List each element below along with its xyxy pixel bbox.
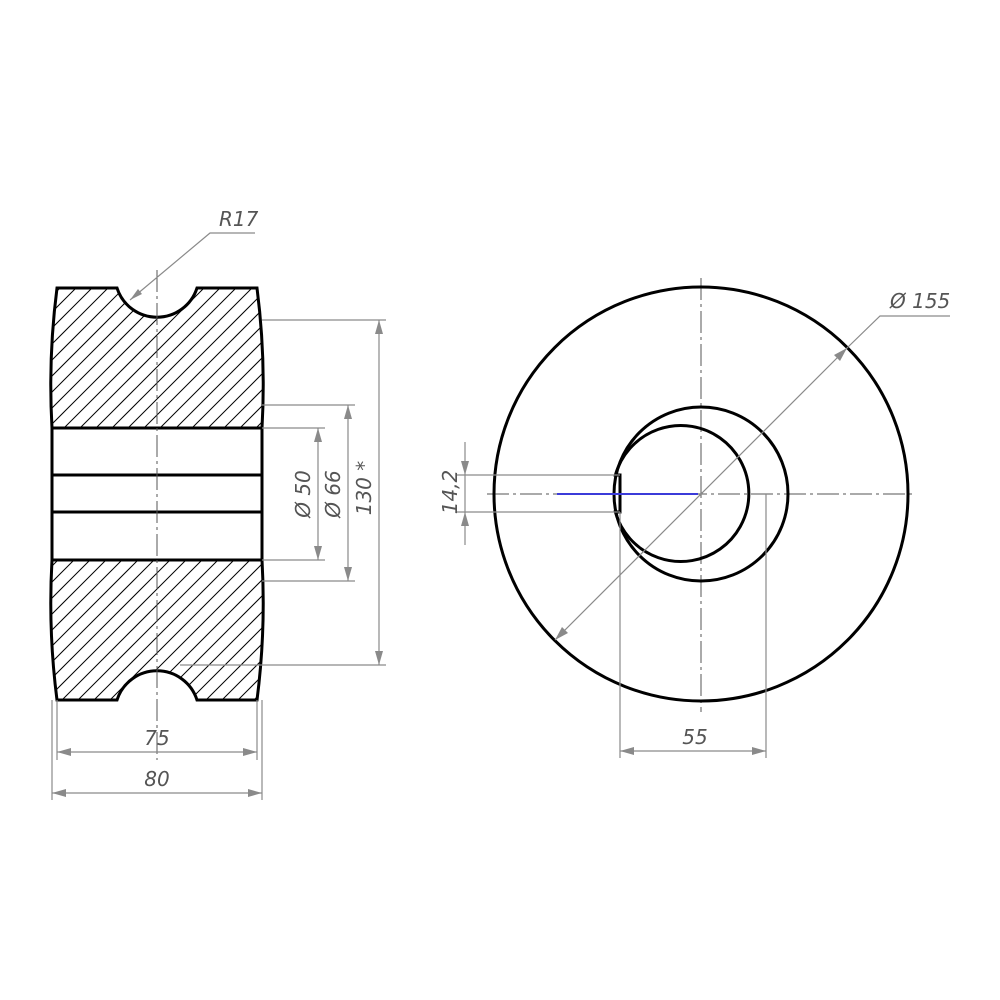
hatch-line: [227, 560, 264, 700]
hatch-line: [50, 288, 53, 428]
extension-lines-right: [180, 319, 386, 666]
hatch-line: [356, 550, 516, 710]
dim-bore-line: [314, 428, 322, 560]
hatch-line: [50, 288, 101, 428]
dim-bore-diameter: Ø 50: [291, 470, 315, 519]
hatch-line: [0, 280, 36, 440]
hatch-line: [50, 288, 133, 428]
hatch-line: [227, 288, 264, 428]
hatch-line: [404, 550, 564, 710]
hatch-line: [211, 288, 264, 428]
hatch-lower: [0, 550, 628, 710]
keyway-extension-lines: [457, 474, 620, 513]
dim-hub-diameter: Ø 66: [321, 470, 345, 519]
dim-hub-width-line: [620, 747, 766, 755]
hatch-line: [243, 560, 264, 700]
dim-hub-width: 55: [682, 725, 707, 749]
hatch-line: [179, 288, 264, 428]
hatch-line: [259, 288, 264, 428]
outer-rim-circle: [492, 285, 910, 703]
hatch-line: [211, 560, 264, 700]
hatch-line: [0, 550, 20, 710]
hatch-line: [67, 560, 229, 700]
dim-keyway-line: [461, 442, 469, 545]
hatch-line: [83, 288, 245, 428]
hatch-line: [50, 288, 85, 428]
hatch-line: [115, 288, 264, 428]
hatch-line: [163, 560, 264, 700]
hatch-line: [195, 560, 264, 700]
hatch-line: [340, 280, 500, 440]
hatch-line: [404, 280, 564, 440]
hatch-line: [50, 560, 149, 700]
hatch-line: [276, 550, 436, 710]
hatch-line: [99, 288, 261, 428]
hatch-line: [0, 550, 36, 710]
hatch-line: [388, 550, 548, 710]
hatch-line: [50, 560, 85, 700]
hatch-line: [243, 288, 264, 428]
hatch-line: [131, 288, 264, 428]
extension-lines-bottom: [51, 700, 263, 800]
hatch-line: [50, 560, 53, 700]
dim-body-line: [375, 320, 383, 665]
hatch-line: [420, 280, 580, 440]
hatch-line: [50, 560, 181, 700]
dim-inner-width: 75: [144, 726, 169, 750]
hatch-line: [50, 560, 101, 700]
outer-diameter-leader: [554, 315, 950, 641]
hatch-line: [50, 288, 69, 428]
lower-body-outline: [49, 558, 265, 702]
hatch-line: [308, 550, 468, 710]
hatch-line: [292, 280, 452, 440]
hatch-line: [50, 560, 117, 700]
groove-radius-leader: [129, 232, 255, 301]
hatch-line: [0, 280, 20, 440]
dim-groove-radius: R17: [219, 207, 259, 231]
hatch-line: [340, 550, 500, 710]
hatch-line: [51, 560, 213, 700]
hatch-line: [436, 550, 596, 710]
hatch-line: [372, 550, 532, 710]
hatch-line: [276, 280, 436, 440]
hatch-line: [308, 280, 468, 440]
hatch-line: [420, 550, 580, 710]
upper-body-outline: [49, 286, 265, 430]
dim-overall-width-line: [52, 789, 262, 797]
hatch-line: [436, 280, 596, 440]
front-view: Ø 155 14,2 55: [438, 278, 950, 758]
dim-hub-line: [344, 405, 352, 581]
hatch-line: [50, 288, 149, 428]
dim-inner-width-line: [57, 748, 257, 756]
hatch-line: [163, 288, 264, 428]
dim-outer-diameter: Ø 155: [889, 289, 950, 313]
hatch-line: [388, 280, 548, 440]
hatch-line: [292, 550, 452, 710]
hatch-line: [259, 560, 264, 700]
hatch-line: [179, 560, 264, 700]
bore-outline: [50, 428, 264, 560]
hatch-line: [83, 560, 245, 700]
hatch-line: [356, 280, 516, 440]
hatch-upper: [0, 280, 628, 440]
hatch-line: [67, 288, 229, 428]
dim-overall-width: 80: [144, 767, 169, 791]
hatch-line: [147, 288, 264, 428]
hatch-line: [468, 550, 628, 710]
hatch-line: [468, 280, 628, 440]
hatch-line: [452, 280, 612, 440]
hatch-line: [50, 560, 197, 700]
hatch-line: [50, 560, 165, 700]
section-view: R17 Ø 50 Ø 66 130 * 75 80: [0, 207, 628, 800]
hatch-line: [50, 560, 133, 700]
dim-body-height: 130 *: [352, 461, 376, 516]
bore-with-keyway: [613, 424, 751, 563]
hatch-line: [452, 550, 612, 710]
dim-keyway-width: 14,2: [438, 470, 462, 515]
hatch-line: [50, 288, 117, 428]
hatch-line: [50, 560, 69, 700]
hatch-line: [195, 288, 264, 428]
hub-width-extension-lines: [619, 494, 767, 758]
